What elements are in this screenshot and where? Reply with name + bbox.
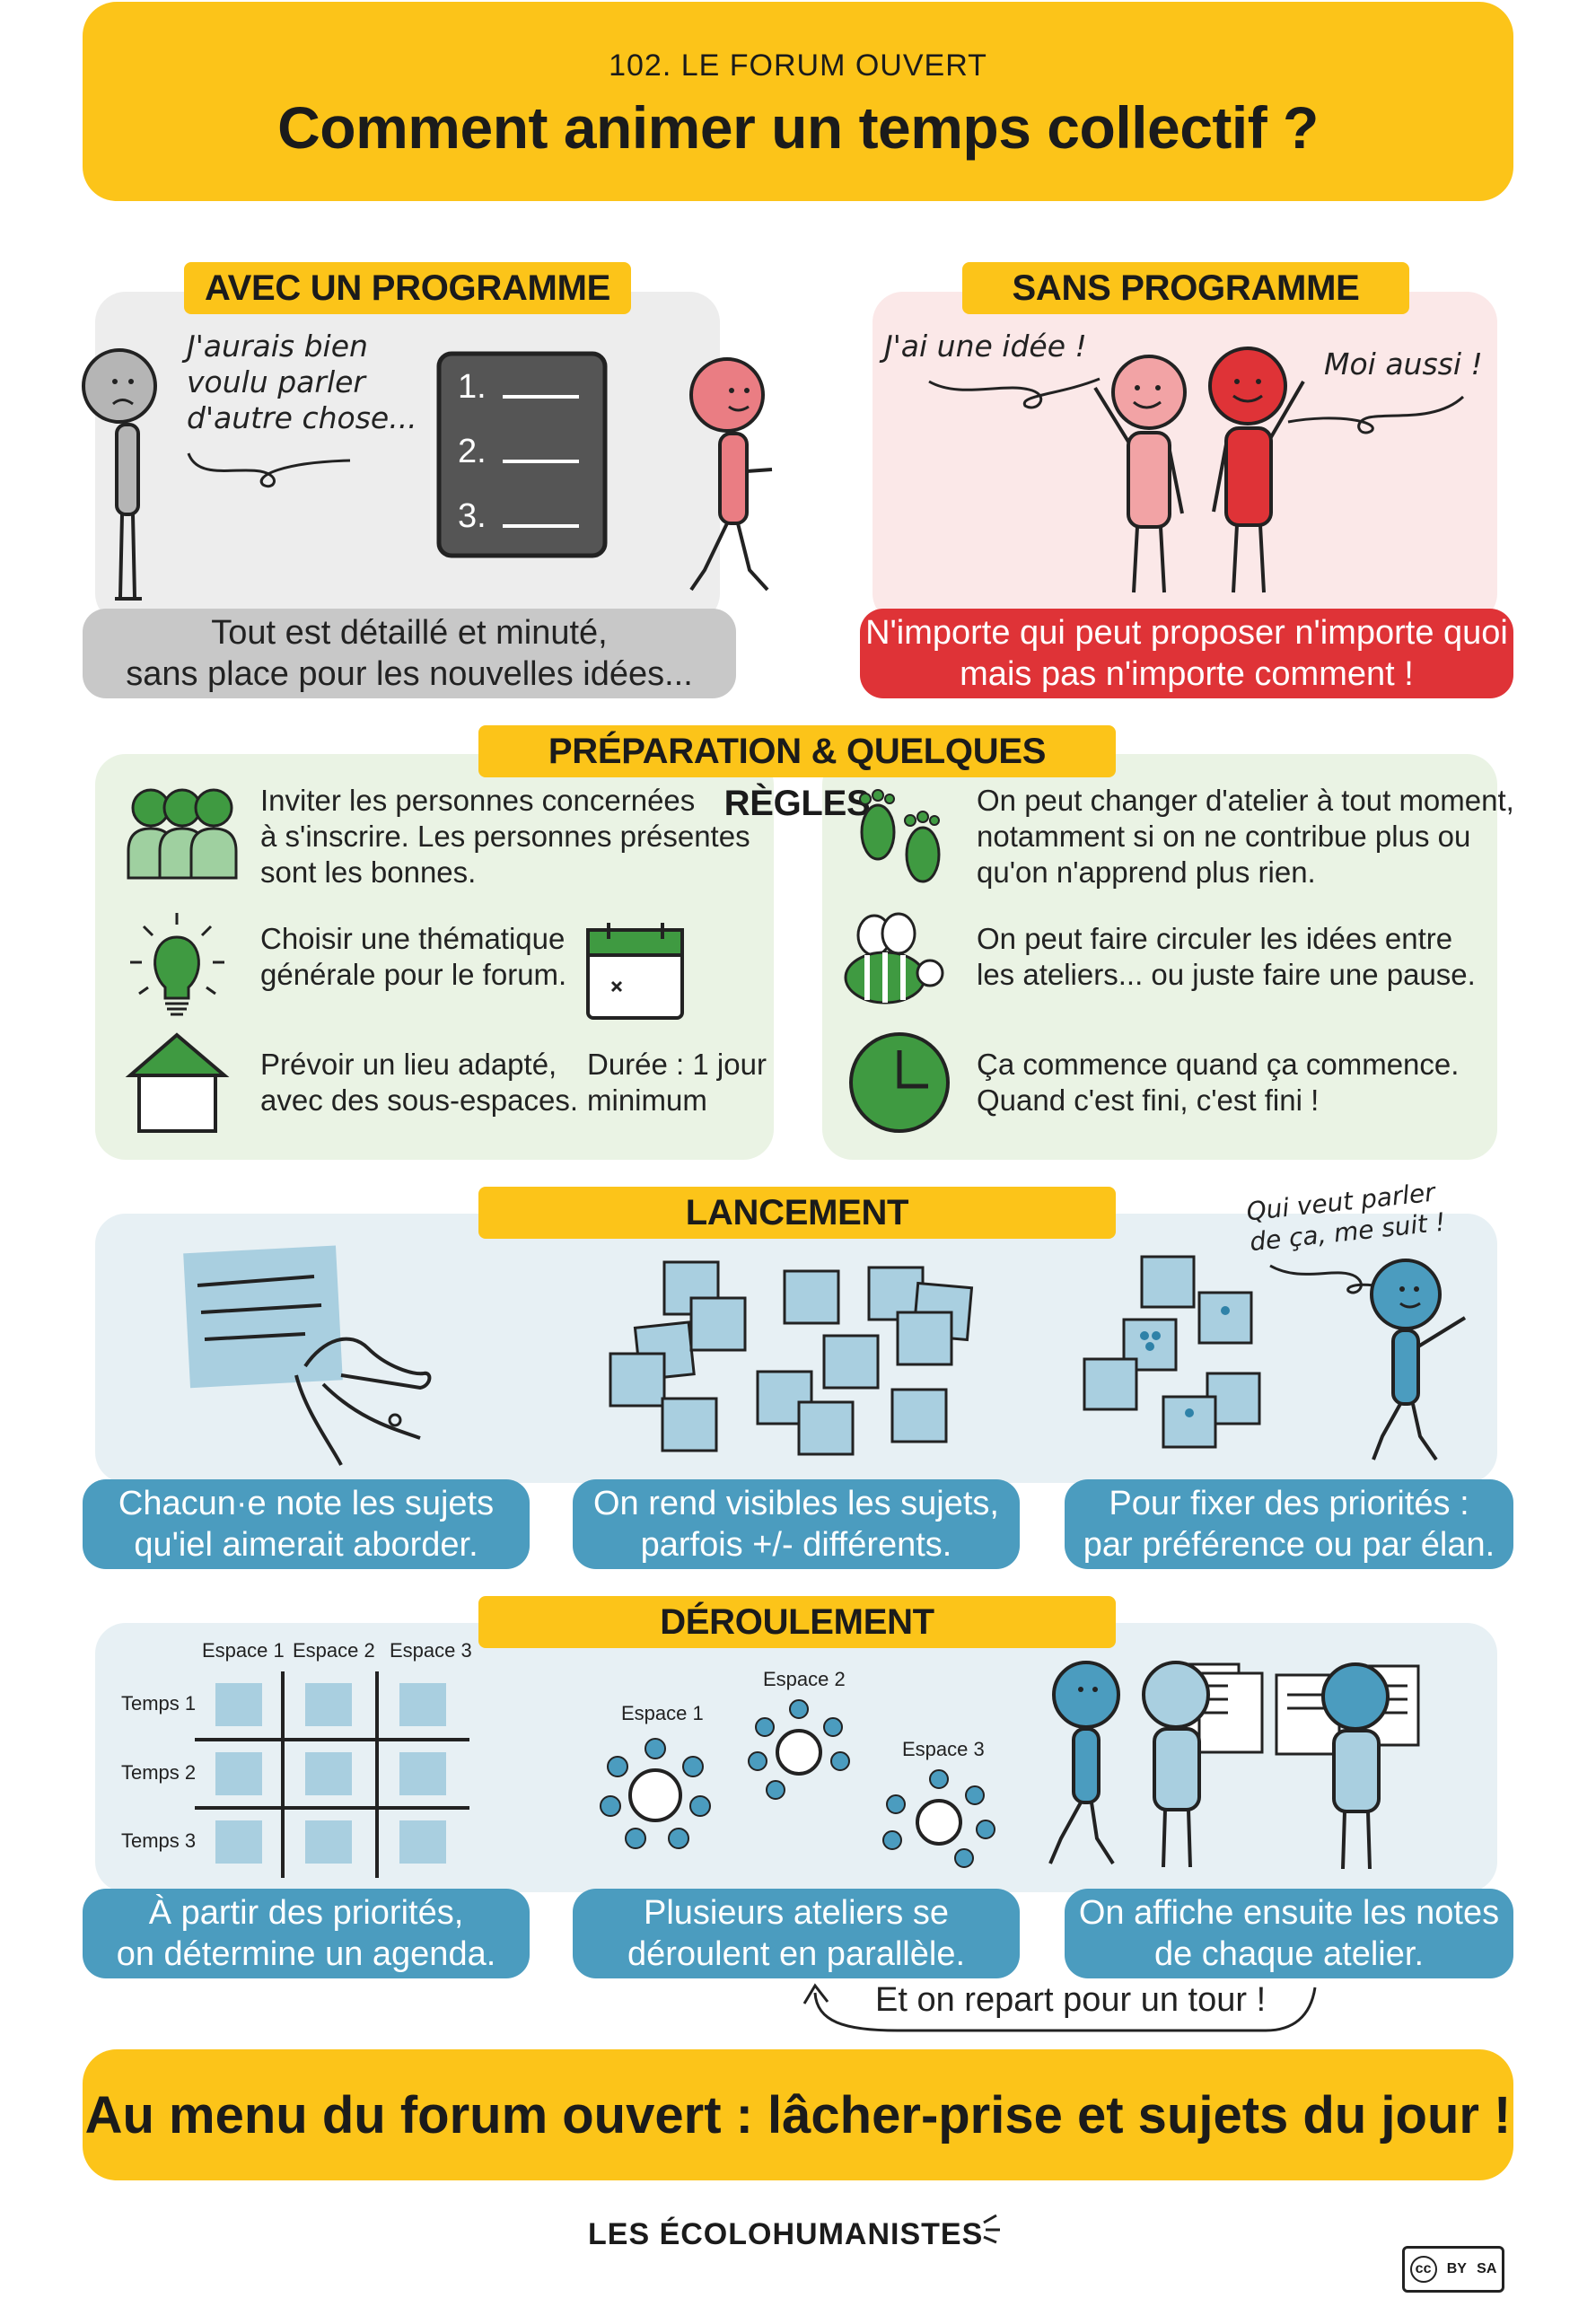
program-number-2: 2. — [458, 433, 487, 470]
grid-row-label-3: Temps 3 — [121, 1829, 197, 1852]
preparation-tag: PRÉPARATION & QUELQUES RÈGLES — [478, 725, 1116, 823]
logo-sparkle-icon — [983, 2214, 1000, 2244]
calendar-icon — [586, 923, 684, 1020]
rule-duration: Durée : 1 jour minimum — [587, 1048, 767, 1117]
footer-text: Au menu du forum ouvert : lâcher-prise e… — [84, 2085, 1512, 2145]
people-icon — [127, 788, 238, 880]
cc-icon: cc — [1409, 2256, 1437, 2283]
rule-circulate: On peut faire circuler les idées entre l… — [977, 922, 1476, 991]
rule-theme: Choisir une thématique générale pour le … — [260, 922, 567, 991]
lancement-tag: LANCEMENT — [478, 1187, 1116, 1239]
program-board-icon — [436, 351, 608, 558]
title-banner: 102. LE FORUM OUVERT Comment animer un t… — [83, 2, 1513, 201]
avec-programme-tag: AVEC UN PROGRAMME — [184, 262, 631, 314]
deroulement-tag: DÉROULEMENT — [478, 1596, 1116, 1648]
deroulement-caption-1: À partir des priorités,on détermine un a… — [83, 1889, 530, 1978]
sans-programme-tag: SANS PROGRAMME — [962, 262, 1409, 314]
pink-person-icon — [1093, 355, 1187, 593]
blue-walking-person-icon — [1370, 1259, 1467, 1461]
workshop-circle-1-icon — [600, 1738, 711, 1849]
sans-programme-caption: N'importe qui peut proposer n'importe qu… — [860, 609, 1513, 698]
workshop-circle-2-icon — [748, 1699, 850, 1800]
lancement-squiggle-icon — [1269, 1264, 1397, 1294]
agenda-grid-icon — [195, 1671, 469, 1878]
grid-column-label-3: Espace 3 — [390, 1639, 472, 1662]
bee-icon — [844, 912, 944, 1004]
sans-programme-panel — [873, 292, 1497, 624]
grid-row-label-1: Temps 1 — [121, 1692, 197, 1715]
lancement-caption-3: Pour fixer des priorités :par préférence… — [1065, 1479, 1513, 1569]
poster-subtitle: 102. LE FORUM OUVERT — [609, 48, 987, 83]
workshop-circle-3-icon — [882, 1769, 995, 1868]
loop-text: Et on repart pour un tour ! — [875, 1981, 1267, 2019]
avec-programme-panel — [95, 292, 720, 624]
loop-arrow-icon — [802, 1983, 1317, 2032]
house-icon — [125, 1032, 230, 1133]
logo-text: LES ÉCOLOHUMANISTES — [588, 2217, 984, 2251]
poster-title: Comment animer un temps collectif ? — [277, 94, 1319, 161]
writing-hand-icon — [183, 1245, 432, 1466]
lancement-caption-2: On rend visibles les sujets,parfois +/- … — [573, 1479, 1020, 1569]
sans-programme-speech-right: Moi aussi ! — [1324, 346, 1483, 382]
sa-icon: SA — [1477, 2261, 1497, 2276]
sticky-notes-icon — [609, 1260, 974, 1456]
lightbulb-icon — [130, 913, 224, 1016]
program-number-1: 1. — [458, 368, 487, 406]
footer-banner: Au menu du forum ouvert : lâcher-prise e… — [83, 2049, 1513, 2180]
sad-person-icon — [82, 348, 157, 601]
sans-programme-speech-left: J'ai une idée ! — [884, 329, 1087, 364]
by-icon: BY — [1446, 2261, 1467, 2276]
speech-squiggle-right-icon — [1287, 395, 1465, 434]
avec-programme-speech: J'aurais bien voulu parler d'autre chose… — [187, 329, 417, 435]
clock-icon — [849, 1032, 950, 1133]
circle-label-1: Espace 1 — [621, 1702, 704, 1724]
circle-label-2: Espace 2 — [763, 1668, 846, 1690]
voted-notes-icon — [1083, 1255, 1261, 1449]
rule-invite: Inviter les personnes concernées à s'ins… — [260, 784, 750, 889]
license-badge: cc BY SA — [1402, 2246, 1504, 2293]
rule-change-workshop: On peut changer d'atelier à tout moment,… — [977, 784, 1514, 889]
circle-label-3: Espace 3 — [902, 1738, 985, 1760]
speech-squiggle-icon — [187, 452, 351, 488]
program-number-3: 3. — [458, 497, 487, 535]
people-reading-notes-icon — [1048, 1661, 1420, 1870]
rule-place: Prévoir un lieu adapté, avec des sous-es… — [260, 1048, 579, 1117]
walking-person-icon — [689, 357, 773, 592]
grid-column-label-1: Espace 1 — [202, 1639, 285, 1662]
grid-column-label-2: Espace 2 — [293, 1639, 375, 1662]
rule-start-end: Ça commence quand ça commence. Quand c'e… — [977, 1048, 1460, 1117]
speech-squiggle-left-icon — [928, 377, 1101, 409]
footprints-icon — [859, 789, 941, 883]
red-person-icon — [1208, 346, 1305, 593]
avec-programme-caption: Tout est détaillé et minuté,sans place p… — [83, 609, 736, 698]
grid-row-label-2: Temps 2 — [121, 1761, 197, 1784]
